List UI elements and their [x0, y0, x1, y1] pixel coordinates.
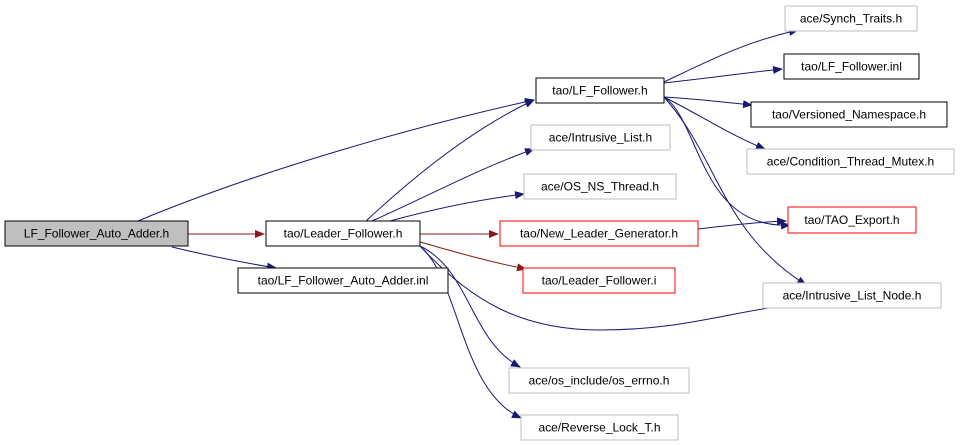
node-box	[523, 173, 677, 200]
edge-leader-to-list_node	[419, 245, 801, 331]
node-cond-mutex[interactable]: ace/Condition_Thread_Mutex.h	[746, 148, 955, 175]
node-box	[4, 220, 189, 247]
node-label: ace/os_include/os_errno.h	[529, 374, 670, 388]
node-tao-export[interactable]: tao/TAO_Export.h	[787, 206, 917, 234]
node-box	[787, 206, 917, 234]
node-list-node[interactable]: ace/Intrusive_List_Node.h	[762, 282, 942, 309]
node-box	[762, 282, 942, 309]
edge-root-to-adder_inl	[171, 246, 277, 271]
node-label: ace/Condition_Thread_Mutex.h	[767, 155, 934, 169]
node-leader-i[interactable]: tao/Leader_Follower.i	[522, 267, 676, 294]
edge-lf_follower-to-synch_traits	[663, 28, 799, 83]
node-label: ace/Reverse_Lock_T.h	[538, 421, 660, 435]
edge-lf_follower-to-lf_follower_inl	[663, 65, 783, 84]
node-label: ace/Synch_Traits.h	[800, 12, 902, 26]
node-box	[520, 414, 679, 441]
node-label: ace/Intrusive_List_Node.h	[783, 289, 922, 303]
node-reverse-lock[interactable]: ace/Reverse_Lock_T.h	[520, 414, 679, 441]
edge-leader-to-lf_follower	[365, 99, 535, 222]
node-leader[interactable]: tao/Leader_Follower.h	[265, 220, 421, 247]
edge-new_leader-to-tao_export	[697, 217, 787, 230]
node-label: tao/LF_Follower.h	[552, 84, 647, 98]
node-label: tao/Leader_Follower.i	[542, 274, 657, 288]
edge-lf_follower-to-list_node	[663, 96, 807, 286]
node-box	[783, 53, 920, 80]
node-intrusive-list[interactable]: ace/Intrusive_List.h	[530, 124, 671, 151]
node-os-ns-thread[interactable]: ace/OS_NS_Thread.h	[523, 173, 677, 200]
edge-leader-to-os_ns_thread	[389, 191, 525, 222]
node-box	[535, 77, 665, 104]
edge-lf_follower-to-cond_mutex	[663, 96, 766, 150]
node-label: tao/Versioned_Namespace.h	[772, 108, 926, 122]
node-new-leader[interactable]: tao/New_Leader_Generator.h	[499, 220, 699, 247]
node-label: tao/TAO_Export.h	[804, 213, 899, 227]
node-label: ace/OS_NS_Thread.h	[541, 180, 659, 194]
edge-layer	[137, 28, 807, 419]
node-box	[530, 124, 671, 151]
edge-leader-to-reverse_lock	[419, 245, 522, 419]
node-os-errno[interactable]: ace/os_include/os_errno.h	[508, 367, 690, 394]
edge-leader-to-intrusive_list	[371, 148, 535, 222]
node-box	[522, 267, 676, 294]
edge-lf_follower-to-tao_export	[663, 96, 791, 230]
edge-leader-to-os_errno	[419, 245, 521, 368]
node-label: tao/New_Leader_Generator.h	[520, 227, 678, 241]
node-root[interactable]: LF_Follower_Auto_Adder.h	[4, 220, 189, 247]
node-label: tao/Leader_Follower.h	[284, 227, 403, 241]
node-box	[508, 367, 690, 394]
node-label: tao/LF_Follower_Auto_Adder.inl	[258, 274, 429, 288]
node-label: LF_Follower_Auto_Adder.h	[24, 227, 169, 241]
node-box	[265, 220, 421, 247]
node-label: ace/Intrusive_List.h	[549, 131, 652, 145]
edge-lf_follower-to-versioned_ns	[663, 96, 753, 109]
node-adder-inl[interactable]: tao/LF_Follower_Auto_Adder.inl	[237, 267, 449, 294]
node-lf-follower[interactable]: tao/LF_Follower.h	[535, 77, 665, 104]
node-versioned-ns[interactable]: tao/Versioned_Namespace.h	[750, 101, 948, 128]
node-label: tao/LF_Follower.inl	[801, 60, 902, 74]
node-box	[784, 5, 918, 32]
node-box	[746, 148, 955, 175]
node-lf-follower-inl[interactable]: tao/LF_Follower.inl	[783, 53, 920, 80]
node-box	[750, 101, 948, 128]
node-box	[237, 267, 449, 294]
node-layer: LF_Follower_Auto_Adder.h tao/Leader_Follo…	[4, 5, 955, 441]
edge-root-to-lf_follower	[137, 98, 535, 222]
edge-leader-to-leader_i	[419, 241, 527, 272]
node-synch-traits[interactable]: ace/Synch_Traits.h	[784, 5, 918, 32]
node-box	[499, 220, 699, 247]
